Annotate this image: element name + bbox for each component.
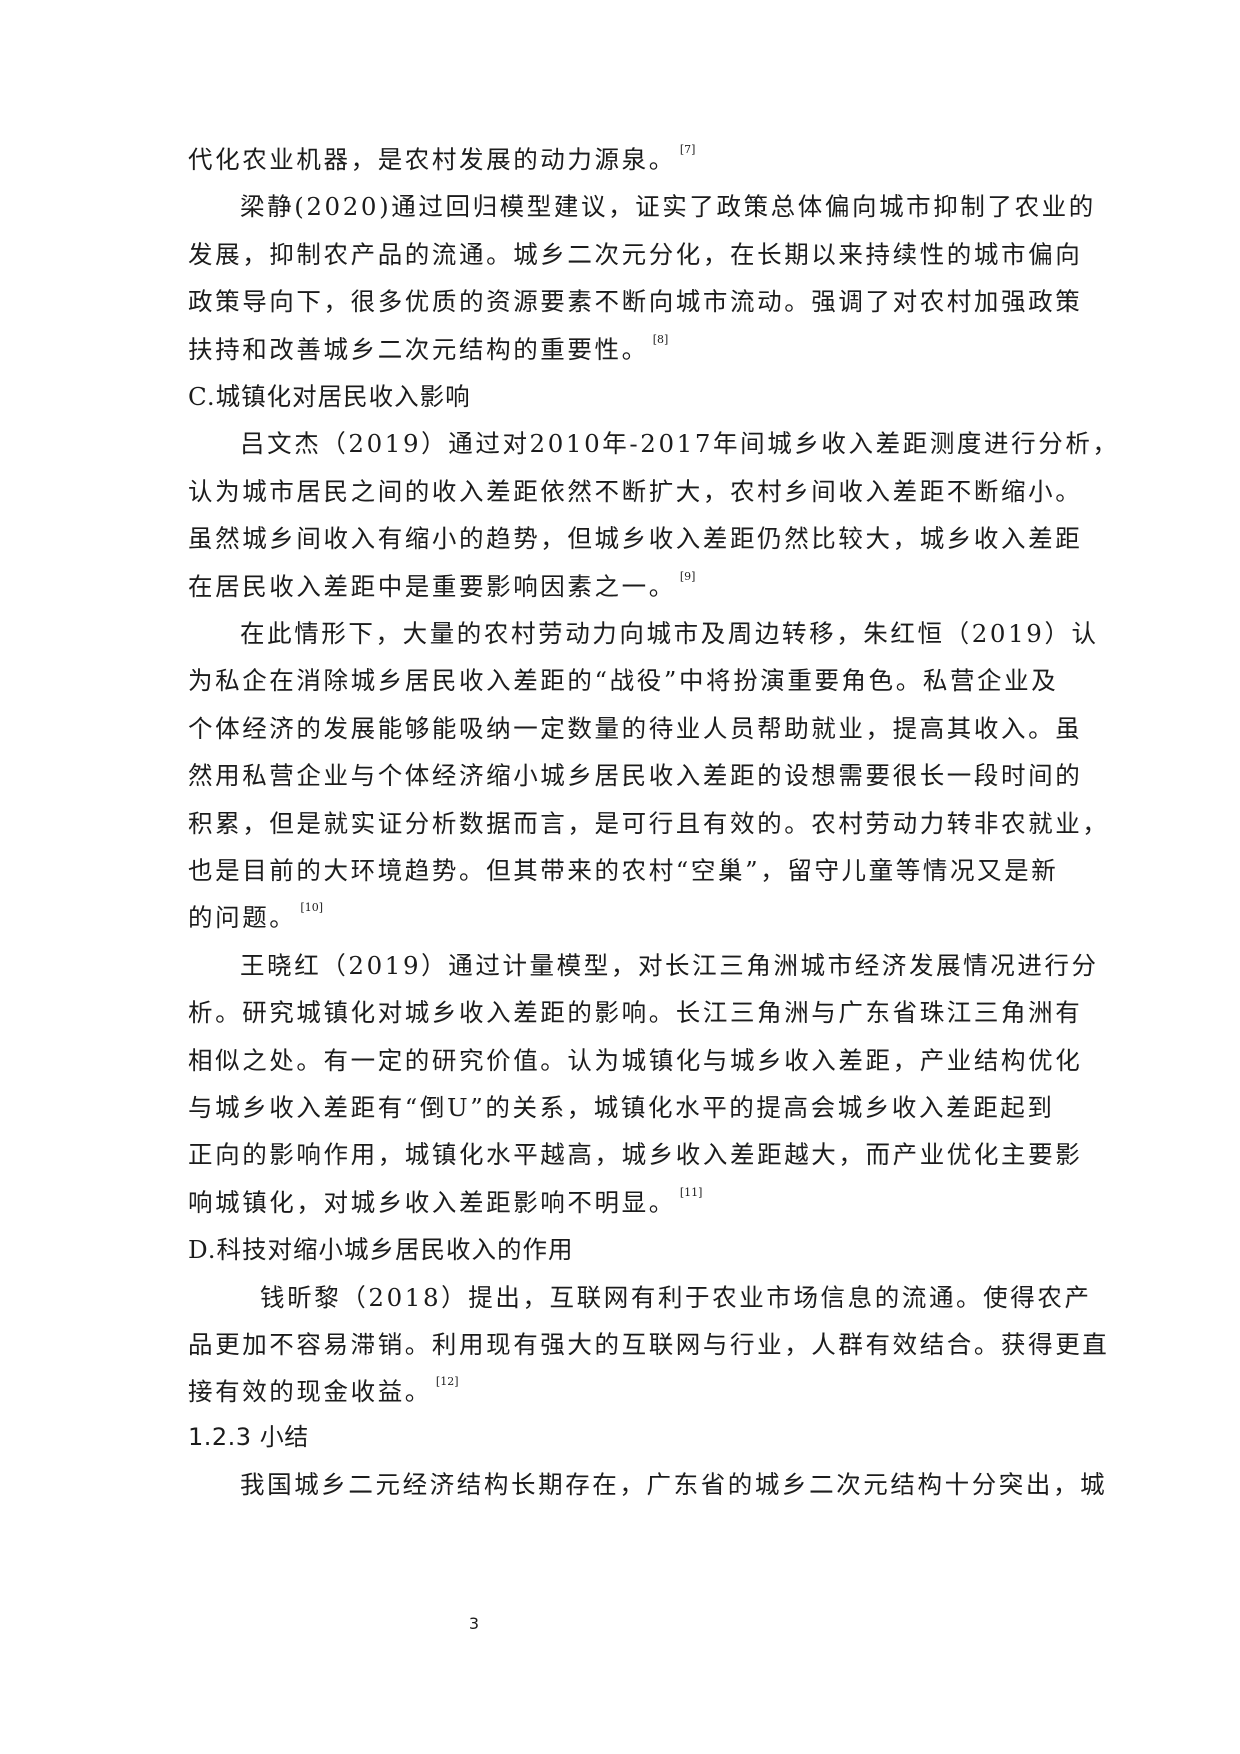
line-text: 在此情形下，大量的农村劳动力向城市及周边转移，朱红恒（2019）认 (240, 619, 1099, 648)
heading-text: 1.2.3 小结 (188, 1423, 309, 1451)
paragraph-line: 代化农业机器，是农村发展的动力源泉。[7] (188, 136, 1058, 183)
line-text: 相似之处。有一定的研究价值。认为城镇化与城乡收入差距，产业结构优化 (188, 1046, 1083, 1075)
line-text: 析。研究城镇化对城乡收入差距的影响。长江三角洲与广东省珠江三角洲有 (188, 998, 1083, 1027)
paragraph-line: 品更加不容易滞销。利用现有强大的互联网与行业，人群有效结合。获得更直 (188, 1321, 1107, 1368)
paragraph-line: 虽然城乡间收入有缩小的趋势，但城乡收入差距仍然比较大，城乡收入差距 (188, 515, 1080, 562)
paragraph-line: 扶持和改善城乡二次元结构的重要性。[8] (188, 326, 1058, 373)
paragraph-line: 我国城乡二元经济结构长期存在，广东省的城乡二次元结构十分突出，城 (240, 1461, 1105, 1508)
citation: [10] (300, 901, 323, 914)
section-heading: C.城镇化对居民收入影响 (188, 373, 1058, 420)
line-text: 政策导向下，很多优质的资源要素不断向城市流动。强调了对农村加强政策 (188, 287, 1083, 316)
paragraph-line: 在此情形下，大量的农村劳动力向城市及周边转移，朱红恒（2019）认 (240, 610, 1096, 657)
paragraph-line: 然用私营企业与个体经济缩小城乡居民收入差距的设想需要很长一段时间的 (188, 752, 1080, 799)
line-text: 积累，但是就实证分析数据而言，是可行且有效的。农村劳动力转非农就业， (188, 809, 1110, 838)
paragraph-line: 积累，但是就实证分析数据而言，是可行且有效的。农村劳动力转非农就业， (188, 800, 1107, 847)
line-text: 响城镇化，对城乡收入差距影响不明显。 (188, 1188, 676, 1217)
paragraph-line: 在居民收入差距中是重要影响因素之一。[9] (188, 563, 1058, 610)
citation: [8] (652, 333, 669, 346)
line-text: 虽然城乡间收入有缩小的趋势，但城乡收入差距仍然比较大，城乡收入差距 (188, 524, 1083, 553)
line-text: 正向的影响作用，城镇化水平越高，城乡收入差距越大，而产业优化主要影 (188, 1140, 1083, 1169)
line-text: 发展，抑制农产品的流通。城乡二次元分化，在长期以来持续性的城市偏向 (188, 240, 1083, 269)
paragraph-line: 析。研究城镇化对城乡收入差距的影响。长江三角洲与广东省珠江三角洲有 (188, 989, 1080, 1036)
paragraph-line: 发展，抑制农产品的流通。城乡二次元分化，在长期以来持续性的城市偏向 (188, 231, 1080, 278)
paragraph-line: 也是目前的大环境趋势。但其带来的农村“空巢”，留守儿童等情况又是新 (188, 847, 1058, 894)
line-text: 吕文杰（2019）通过对2010年-2017年间城乡收入差距测度进行分析， (240, 429, 1120, 458)
paragraph-line: 政策导向下，很多优质的资源要素不断向城市流动。强调了对农村加强政策 (188, 278, 1080, 325)
paragraph-line: 接有效的现金收益。[12] (188, 1368, 1058, 1415)
line-text: 接有效的现金收益。 (188, 1377, 432, 1406)
line-text: 个体经济的发展能够能吸纳一定数量的待业人员帮助就业，提高其收入。虽 (188, 714, 1083, 743)
line-text: 代化农业机器，是农村发展的动力源泉。 (188, 145, 676, 174)
heading-text: C.城镇化对居民收入影响 (188, 382, 471, 411)
page-number: 3 (468, 1614, 480, 1633)
line-text: 认为城市居民之间的收入差距依然不断扩大，农村乡间收入差距不断缩小。 (188, 477, 1083, 506)
paragraph-line: 响城镇化，对城乡收入差距影响不明显。[11] (188, 1179, 1058, 1226)
paragraph-line: 相似之处。有一定的研究价值。认为城镇化与城乡收入差距，产业结构优化 (188, 1037, 1080, 1084)
line-text: 品更加不容易滞销。利用现有强大的互联网与行业，人群有效结合。获得更直 (188, 1330, 1110, 1359)
line-text: 我国城乡二元经济结构长期存在，广东省的城乡二次元结构十分突出，城 (240, 1470, 1108, 1499)
subsection-heading: 1.2.3 小结 (188, 1414, 1058, 1461)
paragraph-line: 个体经济的发展能够能吸纳一定数量的待业人员帮助就业，提高其收入。虽 (188, 705, 1080, 752)
citation: [11] (679, 1186, 703, 1199)
line-text: 王晓红（2019）通过计量模型，对长江三角洲城市经济发展情况进行分 (240, 951, 1099, 980)
paragraph-line: 正向的影响作用，城镇化水平越高，城乡收入差距越大，而产业优化主要影 (188, 1131, 1080, 1178)
line-text: 与城乡收入差距有“倒U”的关系，城镇化水平的提高会城乡收入差距起到 (188, 1093, 1055, 1122)
heading-text: D.科技对缩小城乡居民收入的作用 (188, 1235, 574, 1264)
paragraph-line: 的问题。[10] (188, 894, 1058, 941)
paragraph-line: 为私企在消除城乡居民收入差距的“战役”中将扮演重要角色。私营企业及 (188, 657, 1058, 704)
paragraph-line: 钱昕黎（2018）提出，互联网有利于农业市场信息的流通。使得农产 (260, 1274, 1089, 1321)
citation: [12] (435, 1375, 459, 1388)
paragraph-line: 王晓红（2019）通过计量模型，对长江三角洲城市经济发展情况进行分 (240, 942, 1096, 989)
paragraph-line: 吕文杰（2019）通过对2010年-2017年间城乡收入差距测度进行分析， (240, 420, 1117, 467)
citation: [9] (679, 570, 696, 583)
line-text: 的问题。 (188, 903, 297, 932)
paragraph-line: 与城乡收入差距有“倒U”的关系，城镇化水平的提高会城乡收入差距起到 (188, 1084, 1058, 1131)
paragraph-line: 认为城市居民之间的收入差距依然不断扩大，农村乡间收入差距不断缩小。 (188, 468, 1080, 515)
line-text: 在居民收入差距中是重要影响因素之一。 (188, 572, 676, 601)
line-text: 钱昕黎（2018）提出，互联网有利于农业市场信息的流通。使得农产 (260, 1283, 1092, 1312)
line-text: 扶持和改善城乡二次元结构的重要性。 (188, 335, 649, 364)
line-text: 梁静(2020)通过回归模型建议，证实了政策总体偏向城市抑制了农业的 (240, 192, 1096, 221)
section-heading: D.科技对缩小城乡居民收入的作用 (188, 1226, 1058, 1273)
line-text: 为私企在消除城乡居民收入差距的“战役”中将扮演重要角色。私营企业及 (188, 666, 1059, 695)
paragraph-line: 梁静(2020)通过回归模型建议，证实了政策总体偏向城市抑制了农业的 (240, 183, 1093, 230)
line-text: 也是目前的大环境趋势。但其带来的农村“空巢”，留守儿童等情况又是新 (188, 856, 1059, 885)
line-text: 然用私营企业与个体经济缩小城乡居民收入差距的设想需要很长一段时间的 (188, 761, 1083, 790)
citation: [7] (679, 143, 696, 156)
